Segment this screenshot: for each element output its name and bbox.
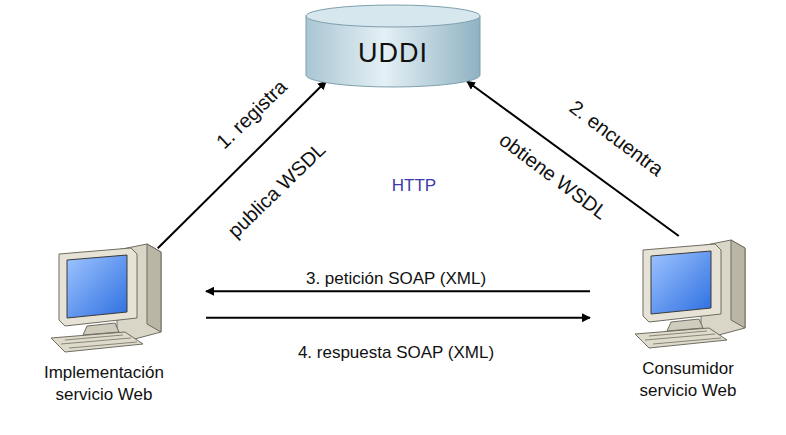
connector-arrow <box>206 317 590 319</box>
edge-label: 3. petición SOAP (XML) <box>306 270 486 289</box>
node-caption: Consumidor servicio Web <box>623 236 753 402</box>
protocol-label: HTTP <box>392 177 436 196</box>
computer-icon <box>623 236 753 356</box>
registry-cylinder: UDDI <box>305 4 481 88</box>
computer-node: Consumidor servicio Web <box>596 236 780 402</box>
node-title: UDDI <box>305 38 481 69</box>
edge-sublabel: obtiene WSDL <box>495 128 611 223</box>
edge-sublabel: publica WSDL <box>223 138 329 242</box>
computer-icon <box>39 240 169 360</box>
connector-arrow <box>467 81 679 236</box>
computer-node: Implementación servicio Web <box>8 240 200 406</box>
edge-label: 4. respuesta SOAP (XML) <box>298 344 494 363</box>
edge-label: 1. registra <box>211 75 290 153</box>
node-caption: Implementación servicio Web <box>29 240 179 406</box>
edge-label: 2. encuentra <box>566 96 668 180</box>
connector-arrow <box>206 290 590 292</box>
